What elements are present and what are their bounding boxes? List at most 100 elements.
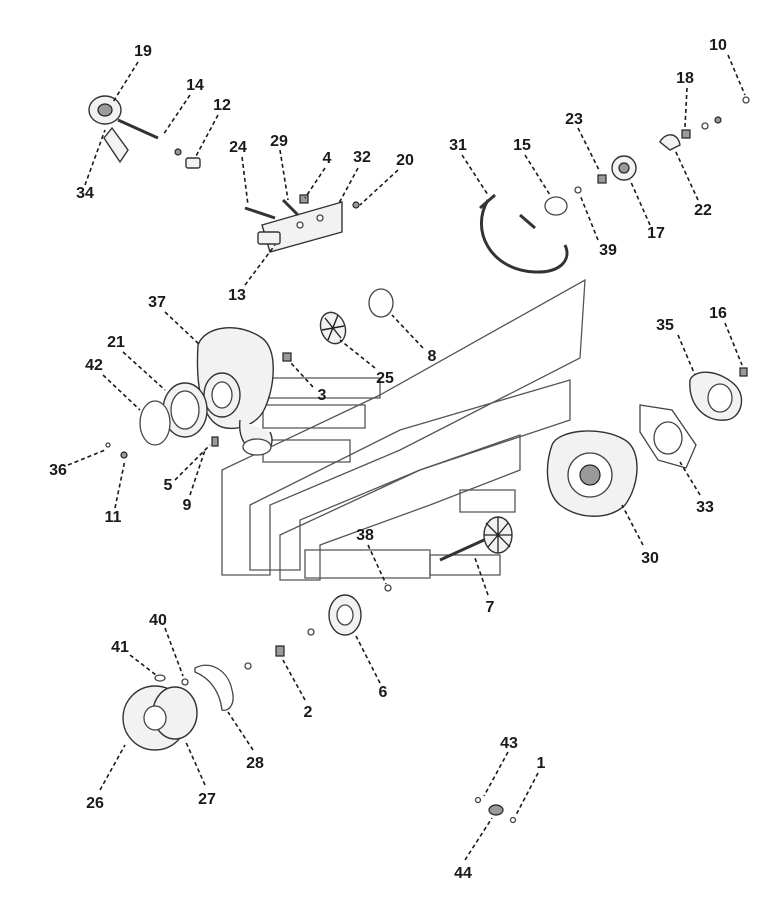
callout-21: 21 bbox=[107, 334, 125, 351]
bolt-3 bbox=[282, 352, 292, 362]
oring-8 bbox=[368, 288, 394, 318]
housing-35-bore bbox=[707, 383, 733, 413]
gear-hub bbox=[618, 162, 630, 174]
ring-39 bbox=[574, 186, 582, 194]
bolt-14 bbox=[117, 118, 159, 140]
callout-13: 13 bbox=[228, 287, 246, 304]
parts bbox=[88, 95, 750, 824]
callout-36: 36 bbox=[49, 462, 67, 479]
washer bbox=[244, 662, 252, 670]
callout-1: 1 bbox=[537, 755, 546, 772]
callout-37: 37 bbox=[148, 294, 166, 311]
washer-20 bbox=[352, 201, 360, 209]
callout-7: 7 bbox=[486, 599, 495, 616]
callout-9: 9 bbox=[183, 497, 192, 514]
washer bbox=[307, 628, 315, 636]
plug-5 bbox=[211, 436, 219, 447]
nut-2 bbox=[275, 645, 285, 657]
washer-43 bbox=[474, 796, 482, 804]
callout-39: 39 bbox=[599, 242, 617, 259]
turbine-blades bbox=[484, 517, 512, 553]
bracket-hole bbox=[316, 214, 324, 222]
bearing-bore bbox=[143, 705, 167, 731]
callout-14: 14 bbox=[186, 77, 204, 94]
washer bbox=[714, 116, 722, 124]
fitting-44 bbox=[488, 804, 504, 816]
callout-31: 31 bbox=[449, 137, 467, 154]
ring-38 bbox=[384, 584, 392, 592]
callout-labels: 19 14 12 34 24 29 4 32 20 13 31 15 23 39… bbox=[49, 37, 727, 882]
wheel-blades bbox=[321, 314, 345, 341]
nut-4 bbox=[299, 194, 309, 204]
pin-10 bbox=[742, 96, 750, 104]
washer bbox=[701, 122, 709, 130]
background-panels bbox=[221, 278, 586, 581]
outlet-flange bbox=[242, 438, 272, 456]
callout-33: 33 bbox=[696, 499, 714, 516]
fitting-16 bbox=[739, 367, 748, 377]
bracket-hole bbox=[296, 221, 304, 229]
callout-4: 4 bbox=[323, 150, 332, 167]
callout-27: 27 bbox=[198, 791, 216, 808]
callout-26: 26 bbox=[86, 795, 104, 812]
clamp-arm bbox=[103, 126, 129, 164]
callout-34: 34 bbox=[76, 185, 94, 202]
callout-5: 5 bbox=[164, 477, 173, 494]
bolt-24 bbox=[244, 206, 276, 220]
nut-23 bbox=[597, 174, 607, 184]
vband-latch bbox=[519, 213, 536, 230]
callout-3: 3 bbox=[318, 387, 327, 404]
washer-36 bbox=[105, 442, 111, 448]
turbine-bore bbox=[579, 464, 601, 486]
callout-22: 22 bbox=[694, 202, 712, 219]
callout-16: 16 bbox=[709, 305, 727, 322]
nut-18 bbox=[681, 129, 691, 139]
washer bbox=[174, 148, 182, 156]
callout-11: 11 bbox=[105, 509, 122, 526]
seal-ring-42 bbox=[139, 400, 171, 446]
callout-8: 8 bbox=[428, 348, 437, 365]
heat-shield-28 bbox=[194, 664, 234, 711]
callout-28: 28 bbox=[246, 755, 264, 772]
oring-41 bbox=[154, 674, 166, 682]
callout-20: 20 bbox=[396, 152, 414, 169]
callout-6: 6 bbox=[379, 684, 388, 701]
callout-41: 41 bbox=[111, 639, 129, 656]
oring-15 bbox=[544, 196, 568, 216]
vband-clamp-31 bbox=[479, 199, 569, 274]
washer-1 bbox=[509, 816, 517, 824]
callout-24: 24 bbox=[229, 139, 247, 156]
callout-18: 18 bbox=[676, 70, 694, 87]
callout-40: 40 bbox=[149, 612, 167, 629]
callout-29: 29 bbox=[270, 133, 288, 150]
backplate-bore bbox=[336, 604, 354, 626]
clamp-bore bbox=[97, 103, 113, 117]
housing-bore bbox=[211, 381, 233, 409]
leader-lines bbox=[67, 54, 746, 861]
callout-38: 38 bbox=[356, 527, 374, 544]
bolt-11 bbox=[120, 451, 128, 459]
vband-latch bbox=[479, 193, 496, 210]
callout-35: 35 bbox=[656, 317, 674, 334]
nut-12 bbox=[185, 157, 201, 169]
callout-23: 23 bbox=[565, 111, 583, 128]
callout-15: 15 bbox=[513, 137, 531, 154]
callout-42: 42 bbox=[85, 357, 103, 374]
callout-2: 2 bbox=[304, 704, 313, 721]
callout-30: 30 bbox=[641, 550, 659, 567]
callout-32: 32 bbox=[353, 149, 371, 166]
pin-40 bbox=[181, 678, 189, 686]
bolt-29 bbox=[281, 198, 300, 217]
callout-43: 43 bbox=[500, 735, 518, 752]
callout-44: 44 bbox=[454, 865, 472, 882]
clip-13 bbox=[257, 231, 281, 245]
adapter-bore bbox=[170, 390, 200, 430]
cap-22 bbox=[659, 134, 681, 151]
callout-17: 17 bbox=[647, 225, 665, 242]
callout-12: 12 bbox=[213, 97, 231, 114]
callout-19: 19 bbox=[134, 43, 152, 60]
callout-25: 25 bbox=[376, 370, 394, 387]
gasket-opening bbox=[653, 421, 683, 455]
